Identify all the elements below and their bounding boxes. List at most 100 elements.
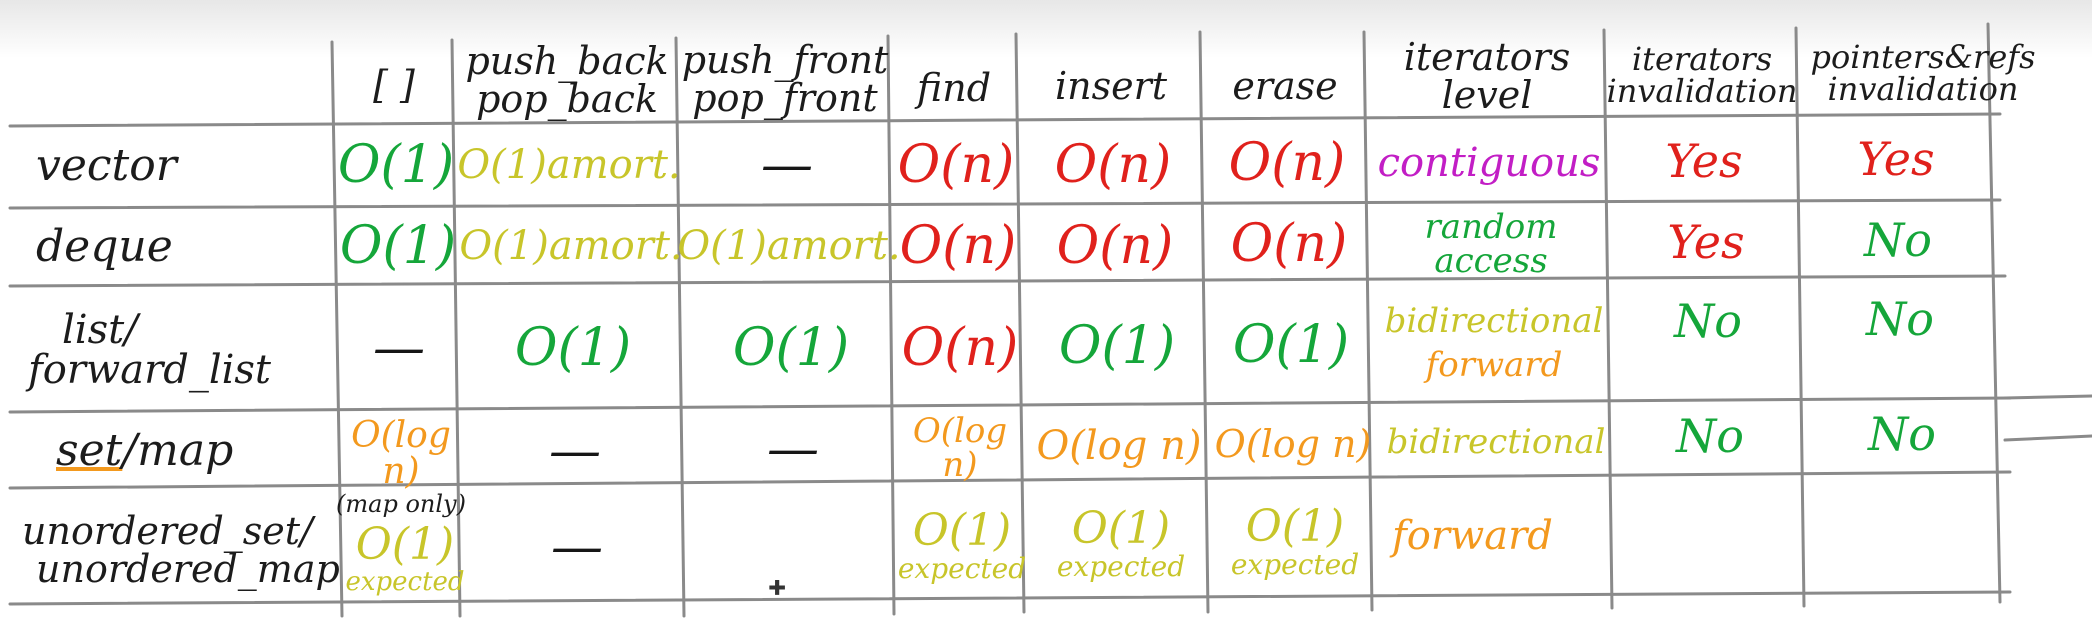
cell-deque-push-front-value: O(1)amort. xyxy=(677,223,901,269)
row-label-deque-text: deque xyxy=(36,221,173,272)
grid-line-v10 xyxy=(1986,22,2002,604)
header-pointers-refs-label: pointers&refs xyxy=(1810,38,2036,76)
cell-setmap-find: O(log n) xyxy=(894,410,1026,486)
header-subscript-operator-label: [ ] xyxy=(373,63,415,107)
cell-list-push-back-value: O(1) xyxy=(514,318,632,378)
cell-setmap-pointers-invalidation: No xyxy=(1806,396,1998,472)
cell-list-pointers-invalidation: No xyxy=(1804,278,1996,360)
cell-vector-erase: O(n) xyxy=(1206,122,1368,204)
cell-unordered-find-value: O(1) xyxy=(912,505,1012,556)
cell-setmap-find-value: O(log n) xyxy=(912,411,1008,485)
cell-list-iterators-level-forward: forward xyxy=(1425,345,1563,385)
cell-setmap-iterators-invalidation-value: No xyxy=(1676,409,1744,463)
cell-setmap-insert: O(log n) xyxy=(1028,408,1210,484)
cell-setmap-iterators-level-value: bidirectional xyxy=(1386,422,1606,462)
cell-unordered-erase: O(1) expected xyxy=(1214,484,1376,600)
cell-deque-push-front: O(1)amort. xyxy=(677,206,900,286)
grid-line-v5 xyxy=(1014,32,1026,614)
cell-vector-pointers-invalidation-value: Yes xyxy=(1857,132,1935,186)
cell-list-insert: O(1) xyxy=(1026,284,1208,408)
grid-line-stub-1 xyxy=(2003,394,2092,400)
row-label-list-line1: list/ xyxy=(62,307,138,353)
row-label-unordered-line2: unordered_map xyxy=(36,547,340,591)
cell-deque-pointers-invalidation-value: No xyxy=(1864,213,1932,267)
grid-line-v8 xyxy=(1602,28,1614,610)
cell-list-erase-value: O(1) xyxy=(1232,315,1350,375)
cell-list-iterators-level-bidirectional: bidirectional xyxy=(1384,301,1604,341)
cell-unordered-find: O(1) expected xyxy=(896,488,1028,604)
cell-setmap-push-front: — xyxy=(688,412,898,486)
cell-deque-erase: O(n) xyxy=(1208,204,1370,284)
header-push-pop-back: push_back pop_back xyxy=(456,40,678,120)
cell-setmap-pointers-invalidation-value: No xyxy=(1868,407,1936,461)
cell-list-iterators-invalidation: No xyxy=(1612,280,1804,362)
cell-list-pointers-invalidation-value: No xyxy=(1866,292,1934,346)
cell-vector-insert-value: O(n) xyxy=(1054,135,1172,195)
header-pop-back-label: pop_back xyxy=(476,77,658,121)
cell-setmap-insert-value: O(log n) xyxy=(1036,423,1202,469)
cell-list-iterators-level: bidirectional forward xyxy=(1374,282,1614,404)
row-label-list-line2: forward_list xyxy=(28,347,272,393)
cell-setmap-subscript-note: (map only) xyxy=(336,490,466,518)
cell-vector-iterators-invalidation: Yes xyxy=(1608,120,1800,202)
grid-line-deque-bottom xyxy=(8,274,2007,288)
grid-line-v4 xyxy=(886,34,896,616)
cell-unordered-erase-note: expected xyxy=(1230,548,1360,581)
grid-line-v1 xyxy=(330,40,344,618)
cell-setmap-push-back: — xyxy=(464,414,686,488)
header-iterators-invalidation-top: iterators xyxy=(1631,40,1773,78)
cell-deque-iterators-level-value: random access xyxy=(1424,207,1558,281)
header-iterators-label: iterators xyxy=(1403,35,1571,79)
cell-vector-iterators-level-value: contiguous xyxy=(1377,140,1601,186)
header-pointers-invalidation-label: invalidation xyxy=(1827,70,2019,108)
cell-unordered-subscript-value: O(1) xyxy=(355,519,455,570)
cell-vector-find-value: O(n) xyxy=(897,135,1015,195)
cell-list-push-back: O(1) xyxy=(462,286,684,410)
cell-unordered-iterators-level-value: forward xyxy=(1392,513,1553,559)
grid-line-v9 xyxy=(1794,26,1806,608)
cell-deque-push-back-value: O(1)amort. xyxy=(459,223,683,269)
cell-unordered-push-back: — xyxy=(466,492,688,602)
cell-setmap-subscript-value: O(log n) xyxy=(351,415,451,492)
row-label-setmap: set /map xyxy=(56,414,326,488)
row-label-vector-text: vector xyxy=(36,140,177,191)
cell-list-find-value: O(n) xyxy=(901,318,1019,378)
cell-vector-find: O(n) xyxy=(892,124,1020,206)
grid-line-header-bottom xyxy=(8,112,2002,128)
header-pointers-refs-invalidation: pointers&refs invalidation xyxy=(1798,28,2048,118)
grid-line-v2 xyxy=(450,38,462,618)
header-insert: insert xyxy=(1020,54,1202,118)
cell-unordered-subscript-note: expected xyxy=(345,567,465,597)
cell-deque-iterators-invalidation-value: Yes xyxy=(1667,215,1745,269)
row-label-set-text: set xyxy=(56,425,123,476)
cell-vector-insert: O(n) xyxy=(1022,124,1204,206)
cell-unordered-erase-value: O(1) xyxy=(1245,501,1345,552)
cell-unordered-find-note: expected xyxy=(897,552,1027,585)
cell-deque-find-value: O(n) xyxy=(899,216,1017,276)
row-label-deque: deque xyxy=(36,208,326,286)
cell-vector-iterators-invalidation-value: Yes xyxy=(1665,134,1743,188)
cell-deque-insert-value: O(n) xyxy=(1056,216,1174,276)
grid-line-v7 xyxy=(1362,30,1374,612)
cell-setmap-push-front-value: — xyxy=(767,419,819,479)
cell-deque-subscript: O(1) xyxy=(340,206,456,286)
row-label-unordered-line1: unordered_set/ xyxy=(22,509,313,553)
header-find: find xyxy=(890,56,1018,120)
cell-list-subscript-value: — xyxy=(373,318,425,378)
cell-deque-push-back: O(1)amort. xyxy=(459,206,683,286)
cell-list-erase: O(1) xyxy=(1210,284,1372,406)
cell-setmap-push-back-value: — xyxy=(549,421,601,481)
header-pop-front-label: pop_front xyxy=(692,76,878,120)
cell-deque-iterators-level: random access xyxy=(1372,204,1610,284)
header-erase-label: erase xyxy=(1232,64,1338,108)
header-iterators-invalidation: iterators invalidation xyxy=(1606,32,1798,118)
cell-list-find: O(n) xyxy=(896,286,1024,410)
header-push-front-label: push_front xyxy=(681,38,889,82)
grid-line-stub-2 xyxy=(2003,434,2092,442)
cell-unordered-iterators-level: forward xyxy=(1378,480,1600,592)
grid-line-setmap-bottom xyxy=(8,470,2012,490)
crosshair-cursor-icon: ✚ xyxy=(768,568,787,603)
header-iterators-invalidation-bottom: invalidation xyxy=(1606,72,1798,110)
cell-deque-insert: O(n) xyxy=(1024,206,1206,286)
row-label-list: list/ forward_list xyxy=(28,290,328,410)
